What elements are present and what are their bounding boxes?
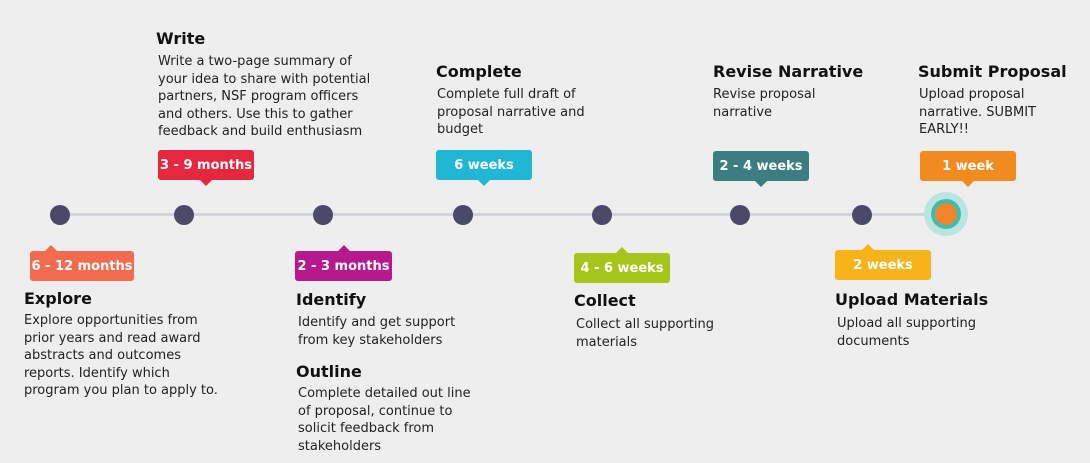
timeline-dot-complete xyxy=(453,205,473,225)
duration-badge-write: 3 - 9 months xyxy=(158,150,254,186)
step-desc-revise: Revise proposal narrative xyxy=(713,87,816,120)
step-title-identify: Identify xyxy=(296,290,367,309)
duration-label-revise: 2 - 4 weeks xyxy=(719,158,803,174)
timeline-dot-revise xyxy=(730,205,750,225)
step-title-explore: Explore xyxy=(24,289,92,308)
timeline-dot-submit xyxy=(935,203,957,225)
duration-label-identify: 2 - 3 months xyxy=(297,258,390,274)
duration-label-upload: 2 weeks xyxy=(853,257,913,273)
duration-badge-complete: 6 weeks xyxy=(436,150,532,186)
timeline-line xyxy=(60,213,950,216)
duration-badge-revise: 2 - 4 weeks xyxy=(713,151,809,187)
badge-pointer xyxy=(616,247,628,253)
step-title-submit: Submit Proposal xyxy=(918,62,1067,81)
step-desc-complete: Complete full draft of proposal narrativ… xyxy=(437,87,585,137)
step-desc-submit: Upload proposal narrative. SUBMIT EARLY!… xyxy=(919,87,1036,137)
badge-pointer xyxy=(755,181,767,187)
step-desc-outline: Complete detailed out line of proposal, … xyxy=(298,386,471,454)
timeline-dot-upload xyxy=(852,205,872,225)
duration-badge-submit: 1 week xyxy=(920,151,1016,187)
badge-pointer xyxy=(962,181,974,187)
duration-badge-identify: 2 - 3 months xyxy=(295,245,392,281)
badge-pointer xyxy=(478,180,490,186)
duration-label-explore: 6 - 12 months xyxy=(31,258,133,274)
step-title-outline: Outline xyxy=(296,362,362,381)
duration-badge-explore: 6 - 12 months xyxy=(30,245,134,281)
timeline-dot-identify xyxy=(313,205,333,225)
step-title-complete: Complete xyxy=(436,62,522,81)
step-title-revise: Revise Narrative xyxy=(713,62,864,81)
badge-pointer xyxy=(200,180,212,186)
step-desc-upload: Upload all supporting documents xyxy=(837,316,977,349)
duration-label-submit: 1 week xyxy=(942,158,994,174)
duration-label-collect: 4 - 6 weeks xyxy=(580,260,664,276)
step-title-write: Write xyxy=(156,29,206,48)
step-title-collect: Collect xyxy=(574,291,636,310)
badge-pointer xyxy=(862,244,874,250)
duration-badge-upload: 2 weeks xyxy=(835,244,931,280)
step-desc-collect: Collect all supporting materials xyxy=(576,317,714,350)
timeline-dot-explore xyxy=(50,205,70,225)
step-desc-explore: Explore opportunities from prior years a… xyxy=(24,313,218,398)
badge-pointer xyxy=(45,245,57,251)
step-desc-identify: Identify and get support from key stakeh… xyxy=(298,315,456,348)
step-title-upload: Upload Materials xyxy=(835,290,989,309)
badge-pointer xyxy=(337,245,350,251)
timeline-dot-write xyxy=(174,205,194,225)
timeline-dot-collect xyxy=(592,205,612,225)
step-desc-write: Write a two-page summary of your idea to… xyxy=(158,54,371,139)
duration-label-complete: 6 weeks xyxy=(454,157,514,173)
duration-badge-collect: 4 - 6 weeks xyxy=(574,247,670,283)
duration-label-write: 3 - 9 months xyxy=(159,157,252,173)
